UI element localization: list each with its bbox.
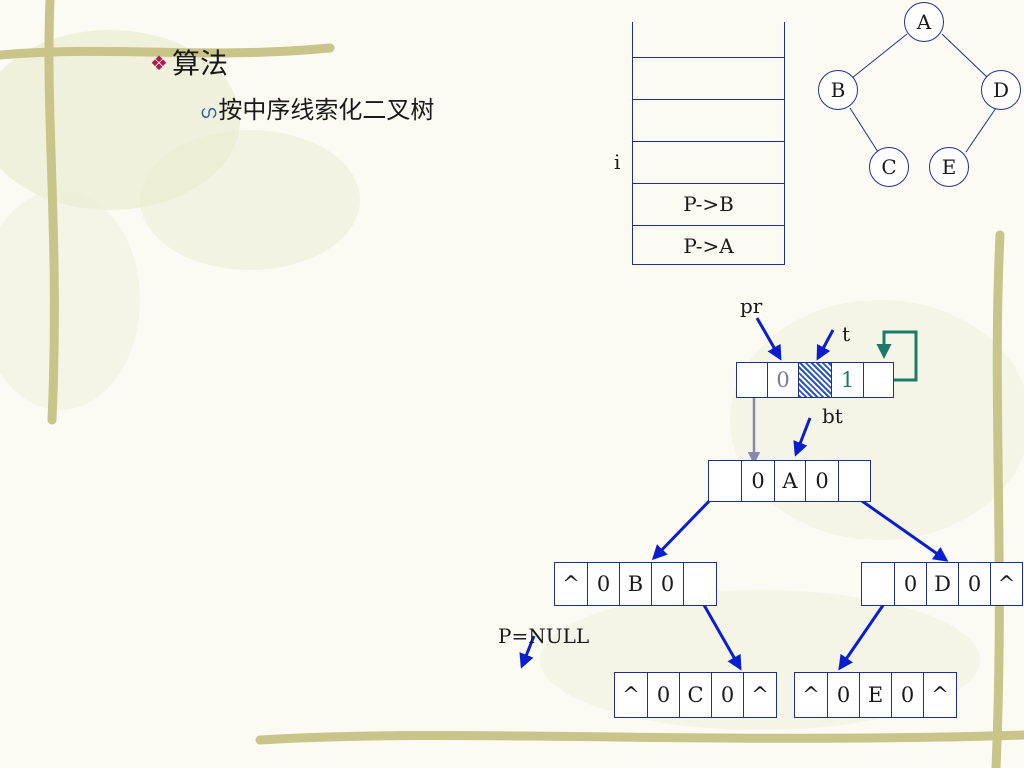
- record-b-rchild: [684, 563, 716, 605]
- record-c-rtag: 0: [712, 673, 744, 717]
- stack-pointer-label: i: [614, 150, 621, 174]
- bamboo-stem-right: [991, 230, 1005, 768]
- record-e-data: E: [860, 673, 892, 717]
- record-c: ^ 0 C 0 ^: [614, 672, 777, 718]
- record-d-rtag: 0: [959, 563, 991, 605]
- pr-label: pr: [740, 294, 763, 318]
- record-e-ltag: 0: [828, 673, 860, 717]
- record-a-ltag: 0: [742, 461, 775, 501]
- record-b: ^ 0 B 0: [554, 562, 717, 606]
- slide-title-text: 算法: [171, 47, 228, 80]
- record-d-ltag: 0: [895, 563, 927, 605]
- record-e: ^ 0 E 0 ^: [794, 672, 957, 718]
- bt-label: bt: [822, 404, 843, 428]
- diamond-bullet-icon: ❖: [150, 51, 168, 75]
- stack-left-wall: [632, 22, 633, 264]
- stack-bottom: [632, 264, 785, 265]
- stack-cell-p-b: P->B: [632, 183, 785, 225]
- record-e-rtag: 0: [892, 673, 924, 717]
- record-a: 0 A 0: [708, 460, 871, 502]
- tree-node-a: A: [904, 2, 944, 42]
- record-b-ltag: 0: [588, 563, 620, 605]
- tree-node-d: D: [981, 70, 1021, 110]
- slide-title: ❖算法: [150, 42, 228, 82]
- record-d-data: D: [927, 563, 959, 605]
- record-e-lchild: ^: [795, 673, 828, 717]
- p-null-label: P=NULL: [498, 624, 590, 648]
- t-label: t: [842, 322, 851, 346]
- record-c-ltag: 0: [648, 673, 680, 717]
- stack-cell: [632, 99, 785, 141]
- record-a-lchild: [709, 461, 742, 501]
- stack-cell: [632, 57, 785, 99]
- head-rchild-cell: [864, 363, 893, 397]
- tree-node-c: C: [869, 147, 909, 187]
- head-rtag-cell: 1: [832, 363, 864, 397]
- record-d-lchild: [862, 563, 895, 605]
- stack-cell-p-a: P->A: [632, 225, 785, 267]
- bamboo-stem-top: [0, 43, 335, 60]
- stack-right-wall: [784, 22, 785, 264]
- record-b-lchild: ^: [555, 563, 588, 605]
- record-b-rtag: 0: [652, 563, 684, 605]
- head-lchild-cell: [737, 363, 768, 397]
- slide-subtitle-text: 按中序线索化二叉树: [218, 96, 435, 124]
- stack-cell: [632, 141, 785, 183]
- record-a-rtag: 0: [806, 461, 839, 501]
- record-d: 0 D 0 ^: [861, 562, 1023, 606]
- slide-subtitle: ഗ按中序线索化二叉树: [200, 90, 434, 125]
- swirl-bullet-icon: ഗ: [200, 102, 217, 123]
- record-d-rchild: ^: [997, 572, 1016, 596]
- head-node-record: 0 1: [736, 362, 894, 398]
- record-a-rchild: [839, 461, 870, 501]
- record-e-rchild: ^: [931, 683, 949, 707]
- tree-node-b: B: [818, 70, 858, 110]
- head-data-cell: [799, 363, 832, 397]
- record-b-data: B: [620, 563, 652, 605]
- record-c-lchild: ^: [615, 673, 648, 717]
- record-c-data: C: [680, 673, 712, 717]
- tree-node-e: E: [929, 147, 969, 187]
- head-ltag-cell: 0: [768, 363, 799, 397]
- record-c-rchild: ^: [751, 683, 769, 707]
- bamboo-stem-bottom: [255, 730, 1024, 745]
- record-a-data: A: [775, 461, 806, 501]
